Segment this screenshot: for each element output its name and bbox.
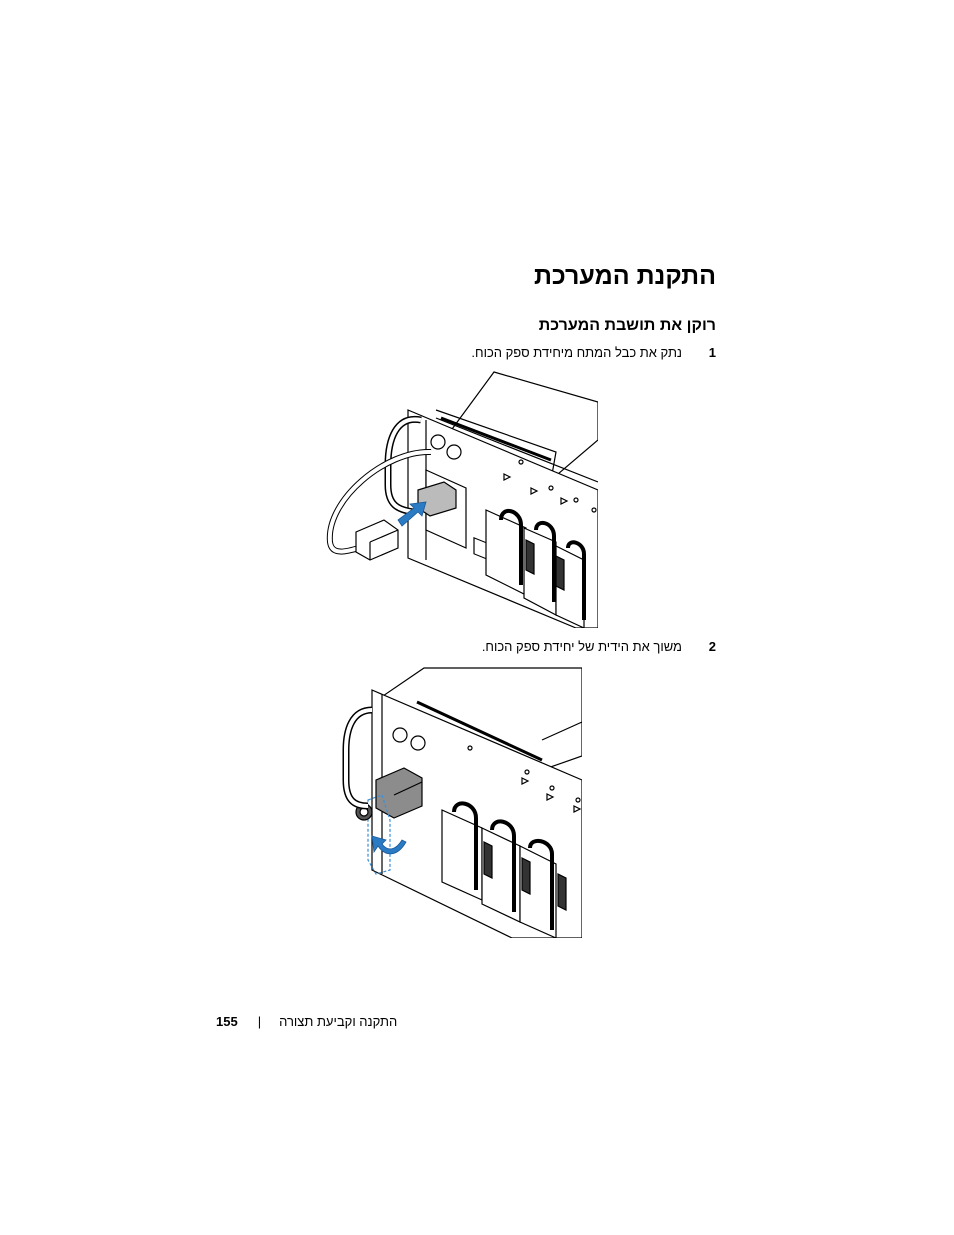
section-heading: רוקן את תושבת המערכת: [538, 317, 716, 334]
step-1: 1 נתק את כבל המתח מיחידת ספק הכוח.: [471, 345, 716, 360]
page-footer: 155 | התקנה וקביעת תצורה: [216, 1014, 397, 1029]
unplug-cable-illustration: [326, 370, 598, 628]
step-2: 2 משוך את הידית של יחידת ספק הכוח.: [482, 639, 716, 654]
page-title: התקנת המערכת: [533, 262, 716, 290]
pull-handle-illustration: [342, 660, 582, 938]
step-number: 1: [708, 345, 716, 360]
step-text: נתק את כבל המתח מיחידת ספק הכוח.: [471, 345, 682, 360]
footer-chapter-title: התקנה וקביעת תצורה: [279, 1014, 398, 1029]
step-text: משוך את הידית של יחידת ספק הכוח.: [481, 639, 682, 654]
step-number: 2: [708, 639, 716, 654]
page-number: 155: [216, 1014, 238, 1029]
footer-separator: |: [257, 1014, 262, 1029]
